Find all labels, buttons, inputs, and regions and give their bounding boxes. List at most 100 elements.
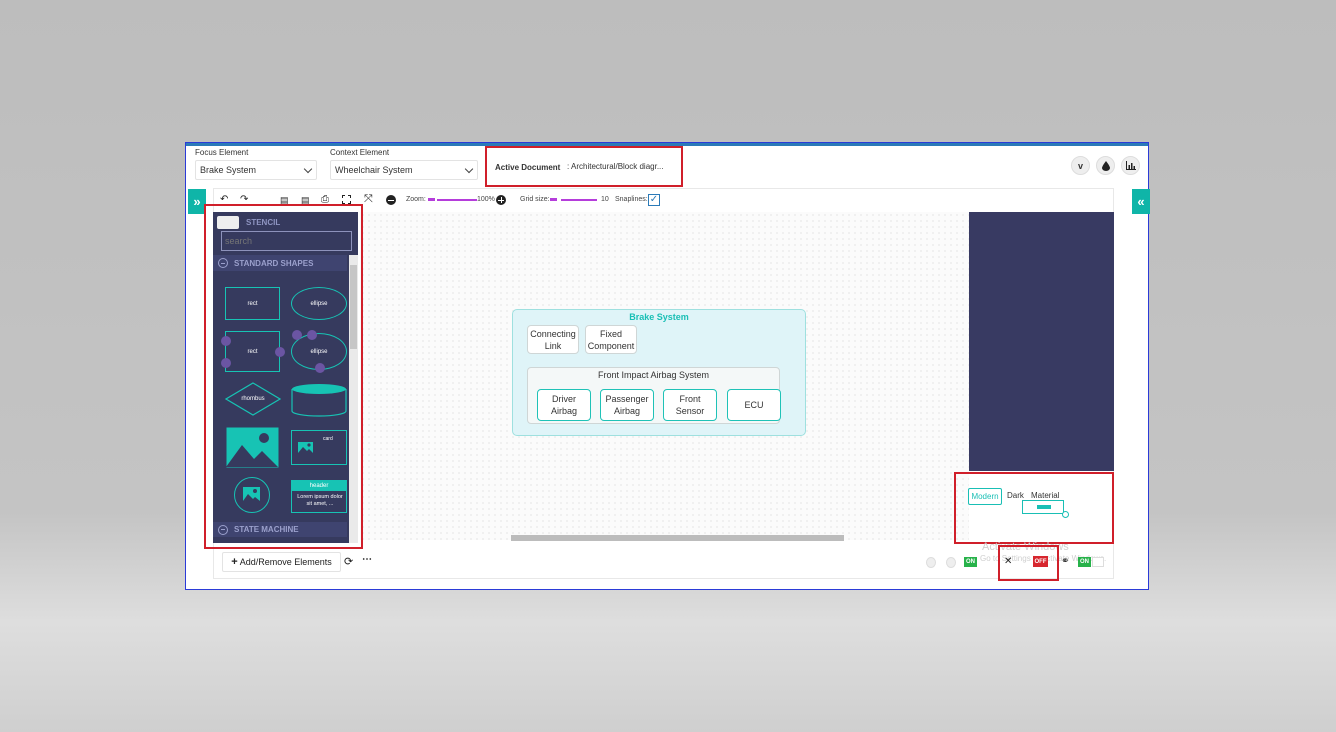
snaplines-checkbox[interactable]: ✓ — [648, 194, 660, 206]
grid-size-value: 10 — [601, 196, 609, 203]
stencil-scrollbar[interactable] — [349, 255, 358, 543]
cylinder-shape[interactable] — [291, 383, 347, 417]
rhombus-shape[interactable] — [225, 382, 281, 416]
port-dot — [315, 363, 325, 373]
state-machine-label: STATE MACHINE — [234, 525, 299, 534]
card-shape[interactable]: card — [291, 430, 347, 465]
port-dot — [221, 358, 231, 368]
zoom-in-icon[interactable] — [496, 195, 506, 205]
theme-material-button[interactable]: Material — [1031, 491, 1060, 500]
fixed-component-node[interactable]: Fixed Component — [585, 325, 637, 354]
theme-modern-button[interactable]: Modern — [968, 488, 1002, 505]
header-card-shape[interactable]: header Lorem ipsum dolor sit amet, ... — [291, 480, 347, 513]
state-machine-group[interactable]: STATE MACHINE — [213, 522, 347, 537]
rect-with-ports-shape[interactable]: rect — [225, 331, 280, 372]
vimeo-button[interactable]: v — [1071, 156, 1090, 175]
export-png-icon[interactable]: ▤ — [280, 195, 289, 205]
passenger-airbag-node[interactable]: Passenger Airbag — [600, 389, 654, 421]
theme-dark-button[interactable]: Dark — [1007, 491, 1024, 500]
context-element-value: Wheelchair System — [335, 165, 413, 175]
bottom-spacer — [213, 577, 1114, 587]
link-off-icon[interactable]: ✕ — [1004, 556, 1013, 567]
driver-airbag-node[interactable]: Driver Airbag — [537, 389, 591, 421]
resize-handle[interactable] — [1062, 511, 1069, 518]
add-remove-label: Add/Remove Elements — [239, 557, 332, 567]
focus-element-select[interactable]: Brake System — [195, 160, 317, 180]
editor-toolbar: ↶ ↷ ▤ ▤ ⎙ ⤧ Zoom: 100% Grid size: 10 Sna… — [219, 193, 679, 209]
circle-image-shape[interactable] — [234, 477, 270, 513]
theme-color-button[interactable] — [1096, 156, 1115, 175]
port-dot — [221, 336, 231, 346]
chart-button[interactable] — [1121, 156, 1140, 175]
minimap-panel[interactable] — [969, 212, 1114, 471]
ellipse-shape-label: ellipse — [310, 300, 328, 307]
toggle-track[interactable] — [1092, 557, 1104, 567]
zoom-out-icon[interactable] — [386, 195, 396, 205]
standard-shapes-group[interactable]: STANDARD SHAPES — [213, 255, 347, 271]
theme-panel-highlight — [954, 472, 1114, 544]
add-remove-elements-button[interactable]: + Add/Remove Elements — [222, 552, 341, 572]
header-card-title: header — [292, 481, 346, 491]
redo-icon[interactable]: ↷ — [240, 194, 249, 205]
snaplines-label: Snaplines: — [615, 196, 648, 203]
horizontal-scrollbar[interactable] — [511, 535, 844, 541]
toggle-on-switch[interactable]: ON — [964, 557, 977, 567]
app-window: Focus Element Brake System Context Eleme… — [185, 142, 1150, 590]
image-icon — [243, 487, 260, 501]
theme-preview — [1022, 500, 1064, 514]
refresh-icon[interactable]: ⟳ — [344, 556, 354, 568]
stencil-layout-icon[interactable] — [217, 216, 239, 229]
document-icon[interactable] — [926, 557, 936, 568]
toggle-off-switch[interactable]: OFF — [1033, 556, 1048, 567]
zoom-label: Zoom: — [406, 196, 426, 203]
ellipse-ports-label: ellipse — [310, 348, 328, 355]
active-document-panel: Active Document : Architectural/Block di… — [485, 146, 683, 187]
undo-icon[interactable]: ↶ — [220, 194, 229, 205]
zoom-slider-handle[interactable] — [428, 198, 435, 201]
context-element-label: Context Element — [330, 148, 390, 157]
print-icon[interactable]: ⎙ — [321, 194, 329, 205]
more-options-icon[interactable]: ⋯ — [362, 554, 372, 565]
grid-size-slider[interactable] — [561, 199, 597, 201]
zoom-slider[interactable] — [437, 199, 477, 201]
port-dot — [292, 330, 302, 340]
front-sensor-node[interactable]: Front Sensor — [663, 389, 717, 421]
rect-shape[interactable]: rect — [225, 287, 280, 320]
grid-slider-handle[interactable] — [550, 198, 557, 201]
expand-right-panel-button[interactable]: « — [1132, 189, 1150, 214]
expand-left-panel-button[interactable]: » — [188, 189, 206, 214]
brake-system-title: Brake System — [629, 312, 689, 322]
port-dot — [275, 347, 285, 357]
plus-icon: + — [231, 556, 238, 568]
stencil-scroll-thumb[interactable] — [350, 265, 357, 349]
stencil-search-input[interactable] — [221, 231, 352, 251]
image-shape[interactable] — [226, 427, 279, 468]
rect-ports-label: rect — [247, 348, 258, 355]
bar-chart-icon — [1125, 161, 1136, 170]
fit-to-screen-icon[interactable] — [342, 195, 351, 204]
standard-shapes-label: STANDARD SHAPES — [234, 258, 314, 268]
export-svg-icon[interactable]: ▤ — [301, 195, 310, 205]
collapse-icon — [218, 524, 228, 535]
header-card-body: Lorem ipsum dolor sit amet, ... — [297, 494, 343, 507]
stencil-panel: STENCIL STANDARD SHAPES rect ellipse rec… — [213, 212, 358, 543]
brake-system-node[interactable]: Brake System Connecting Link Fixed Compo… — [512, 309, 806, 436]
toggle-on-switch-2[interactable]: ON — [1078, 557, 1091, 567]
ecu-node[interactable]: ECU — [727, 389, 781, 421]
connecting-link-node[interactable]: Connecting Link — [527, 325, 579, 354]
document-icon[interactable] — [946, 557, 956, 568]
focus-element-label: Focus Element — [195, 148, 249, 157]
context-element-select[interactable]: Wheelchair System — [330, 160, 478, 180]
airbag-system-title: Front Impact Airbag System — [597, 370, 710, 380]
port-dot — [307, 330, 317, 340]
ellipse-shape[interactable]: ellipse — [291, 287, 347, 320]
fullscreen-icon[interactable]: ⤧ — [364, 193, 373, 205]
rect-shape-label: rect — [247, 300, 258, 307]
stencil-title: STENCIL — [246, 218, 281, 227]
airbag-system-node[interactable]: Front Impact Airbag System Driver Airbag… — [527, 367, 781, 424]
stencil-highlight — [204, 204, 363, 549]
link-icon[interactable]: ⚭ — [1061, 556, 1070, 567]
vimeo-icon: v — [1077, 160, 1083, 171]
chevron-down-icon — [303, 164, 313, 174]
active-document-label: Active Document — [495, 163, 561, 172]
